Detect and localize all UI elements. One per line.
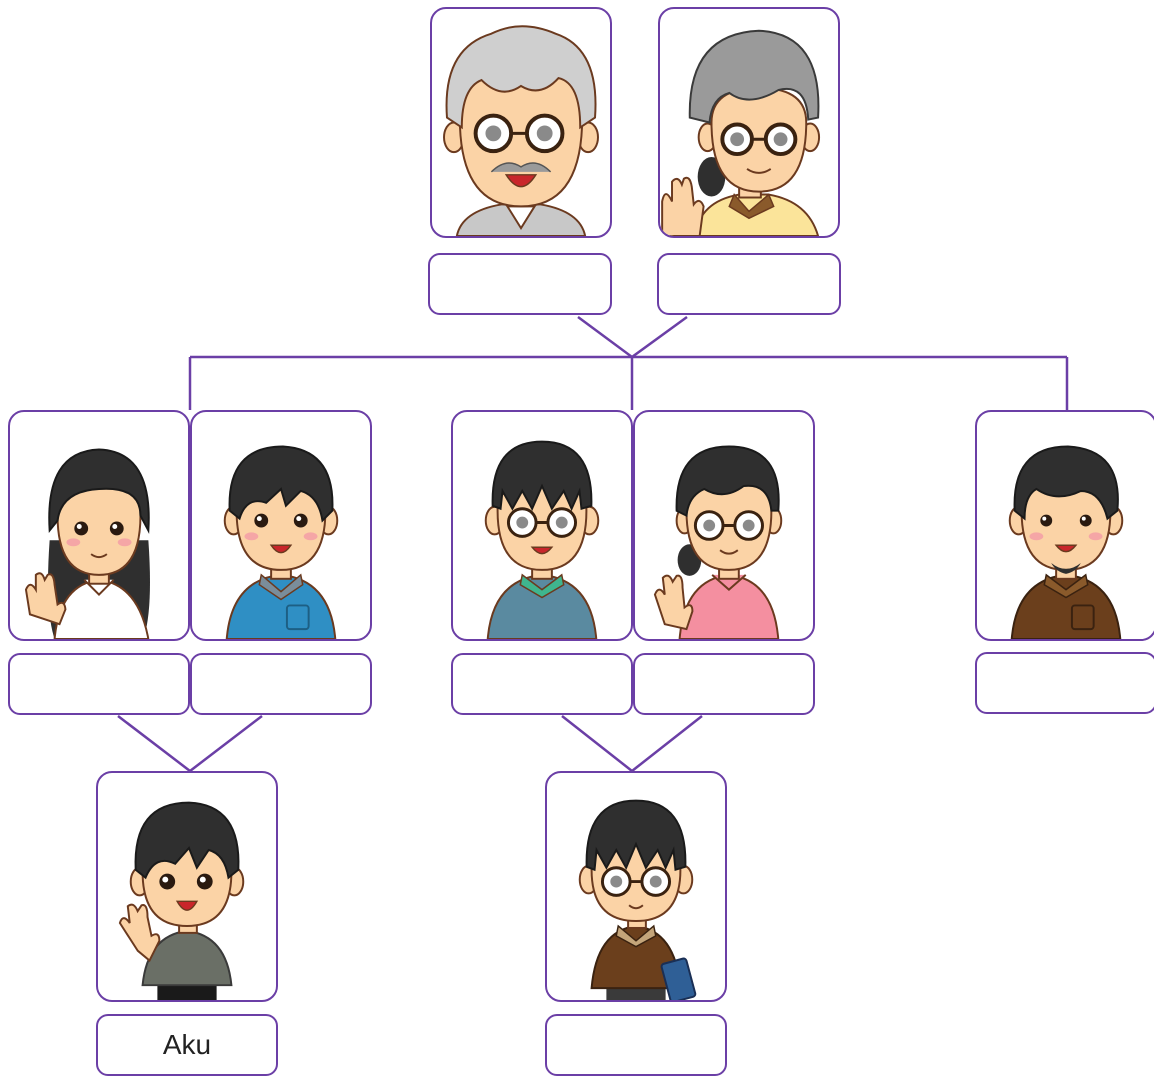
uncle-glasses-card bbox=[451, 410, 633, 641]
boy-waving-avatar-icon bbox=[118, 801, 245, 1000]
middle-couple-connector bbox=[561, 715, 703, 773]
cousin-card bbox=[545, 771, 727, 1002]
uncle-in-law-label[interactable] bbox=[190, 653, 372, 715]
left-couple-connector bbox=[117, 715, 263, 773]
grandmother-card bbox=[658, 7, 840, 238]
boy-glasses-book-avatar-icon bbox=[578, 799, 697, 1000]
man-blue-shirt-avatar-icon bbox=[223, 445, 339, 639]
grandmother-avatar-icon bbox=[661, 29, 821, 236]
aunt-card bbox=[8, 410, 190, 641]
grandparents-connector bbox=[577, 315, 688, 359]
woman-glasses-waving-avatar-icon bbox=[653, 445, 783, 639]
grandfather-label[interactable] bbox=[428, 253, 612, 315]
man-glasses-avatar-icon bbox=[484, 440, 600, 639]
uncle-in-law-card bbox=[190, 410, 372, 641]
me-label[interactable]: Aku bbox=[96, 1014, 278, 1076]
woman-waving-avatar-icon bbox=[24, 448, 150, 639]
me-card bbox=[96, 771, 278, 1002]
grandfather-avatar-icon bbox=[443, 25, 599, 236]
aunt-in-law-glasses-label[interactable] bbox=[633, 653, 815, 715]
grandfather-card bbox=[430, 7, 612, 238]
cousin-label[interactable] bbox=[545, 1014, 727, 1076]
man-goatee-avatar-icon bbox=[1008, 445, 1124, 639]
uncle-goatee-card bbox=[975, 410, 1154, 641]
aunt-label[interactable] bbox=[8, 653, 190, 715]
uncle-goatee-label[interactable] bbox=[975, 652, 1154, 714]
aunt-in-law-glasses-card bbox=[633, 410, 815, 641]
uncle-glasses-label[interactable] bbox=[451, 653, 633, 715]
grandmother-label[interactable] bbox=[657, 253, 841, 315]
